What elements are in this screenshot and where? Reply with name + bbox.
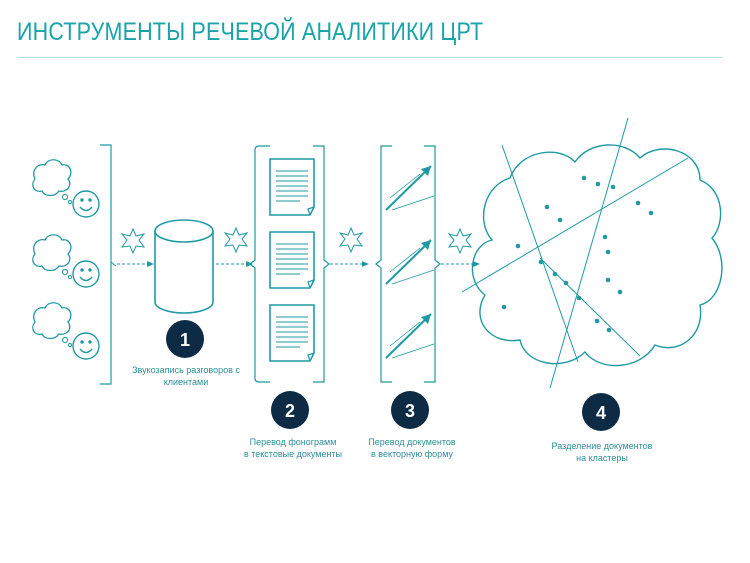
step-badge-1: 1 (166, 320, 204, 358)
client-speech-icons (32, 159, 100, 360)
step-label-line: Разделение документов (551, 441, 653, 451)
step-badge-3: 3 (391, 391, 429, 429)
bracket-documents-left (249, 145, 270, 383)
vector-arrow-icon (385, 165, 435, 211)
step-label-1: Звукозапись разговоров с клиентами (111, 364, 261, 388)
step-label-line: в текстовые документы (243, 449, 343, 459)
burst-star-icon (121, 228, 145, 254)
burst-star-icon (339, 227, 363, 253)
step-label-2: Перевод фонограмм в текстовые документы (218, 436, 368, 460)
step-label-line: Звукозапись разговоров с (132, 365, 240, 375)
document-icon (269, 158, 315, 216)
cluster-cloud-icon (461, 117, 723, 389)
step-label-line: Перевод документов (368, 437, 456, 447)
step-label-3: Перевод документов в векторную форму (337, 436, 487, 460)
step-label-line: клиентами (163, 377, 209, 387)
step-label-line: в векторную форму (371, 449, 453, 459)
step-number: 1 (180, 330, 190, 350)
database-cylinder-icon (154, 219, 214, 314)
bracket-vectors-right (424, 145, 441, 383)
step-label-4: Разделение документов на кластеры (527, 440, 677, 464)
title-divider (17, 57, 723, 58)
step-badge-2: 2 (271, 391, 309, 429)
bracket-documents-right (313, 145, 330, 383)
burst-star-icon (224, 227, 248, 253)
vector-arrow-icon (385, 239, 435, 285)
step-number: 2 (285, 401, 295, 421)
document-icon (269, 304, 315, 362)
document-icon (269, 231, 315, 289)
bracket-notch (110, 261, 117, 267)
step-number: 3 (405, 401, 415, 421)
speech-bubble-smiley-icon (32, 302, 100, 360)
bracket-input (100, 144, 112, 385)
bracket-vectors-left (375, 145, 392, 383)
burst-star-icon (448, 228, 472, 254)
step-label-line: на кластеры (576, 453, 628, 463)
step-number: 4 (596, 403, 606, 423)
vector-arrow-icon (385, 313, 435, 359)
step-badge-4: 4 (582, 393, 620, 431)
speech-bubble-smiley-icon (32, 234, 100, 288)
page-title: ИНСТРУМЕНТЫ РЕЧЕВОЙ АНАЛИТИКИ ЦРТ (17, 18, 484, 46)
step-label-line: Перевод фонограмм (249, 437, 337, 447)
speech-bubble-smiley-icon (32, 159, 100, 218)
